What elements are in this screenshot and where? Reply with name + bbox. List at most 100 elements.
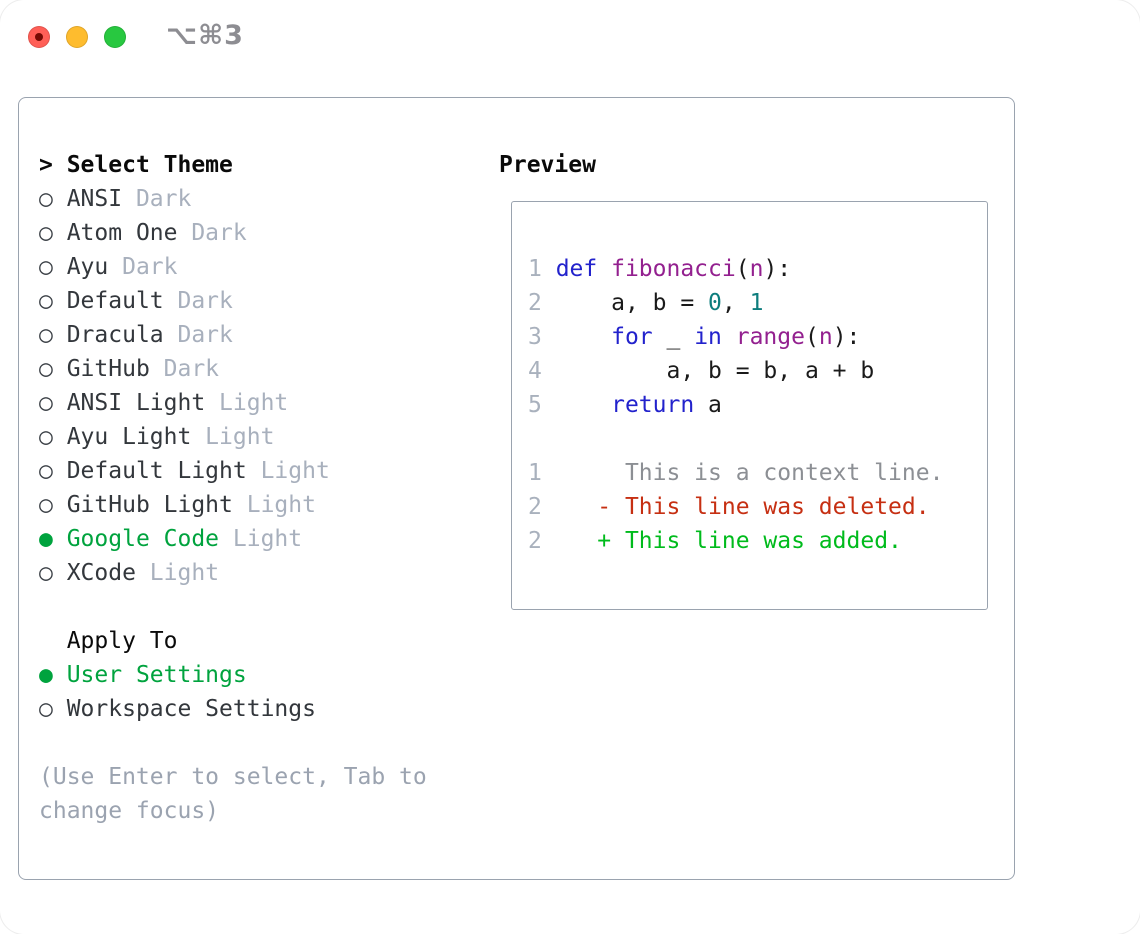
radio-icon: ○ [39,458,67,484]
close-button[interactable] [28,26,50,48]
code-segment-fn: fibonacci [611,256,736,282]
theme-list-title: Select Theme [66,152,233,178]
radio-icon: ○ [39,356,67,382]
code-segment-pl: , [721,290,750,316]
code-segment-pl: a, b = b, a + b [666,358,875,384]
theme-variant: Light [191,424,275,450]
spacer-row [39,726,427,760]
code-segment-pl: ): [832,324,861,350]
code-segment-nb: 0 [708,290,722,316]
line-number: 5 [528,392,612,418]
tui-panel: > Select Theme○ ANSI Dark○ Atom One Dark… [18,97,1015,880]
radio-icon: ○ [39,492,67,518]
apply-to-heading: Apply To [39,624,427,658]
line-number: 3 [528,324,612,350]
code-segment-add: + This line was added. [597,528,902,554]
theme-name: ANSI Light [66,390,206,416]
line-number: 2 [528,494,598,520]
theme-name: GitHub [66,356,150,382]
cursor-icon: > [39,152,67,178]
code-segment-fn: range [735,324,805,350]
code-segment-del: - This line was deleted. [597,494,930,520]
apply-option-name: User Settings [66,662,247,688]
theme-option-dracula[interactable]: ○ Dracula Dark [39,318,427,352]
theme-option-xcode[interactable]: ○ XCode Light [39,556,427,590]
code-segment-pl: a, b = [611,290,709,316]
help-text-line-1: (Use Enter to select, Tab to [39,760,427,794]
code-line-5: 5 return a [528,388,943,422]
code-segment-kw: def [555,256,612,282]
line-number: 1 [528,460,625,486]
code-segment-kw: in [694,324,736,350]
theme-name: Dracula [66,322,164,348]
theme-option-atom-one[interactable]: ○ Atom One Dark [39,216,427,250]
theme-variant: Dark [149,356,220,382]
theme-variant: Light [219,526,303,552]
theme-option-ansi-light[interactable]: ○ ANSI Light Light [39,386,427,420]
help-text: change focus) [39,798,220,824]
radio-icon: ○ [39,696,67,722]
line-number: 2 [528,290,612,316]
theme-variant: Dark [163,322,233,348]
code-segment-fn: n [818,324,833,350]
theme-variant: Dark [163,288,233,314]
code-line-3: 3 for _ in range(n): [528,320,943,354]
code-line-1: 1 def fibonacci(n): [528,252,943,286]
radio-icon: ● [39,526,67,552]
theme-name: GitHub Light [66,492,233,518]
theme-name: Default [66,288,164,314]
blank-line [528,422,943,456]
diff-added-line: 2 + This line was added. [528,524,943,558]
theme-name: Google Code [66,526,220,552]
code-segment-kw: for [611,324,667,350]
theme-option-ayu-light[interactable]: ○ Ayu Light Light [39,420,427,454]
theme-variant: Dark [108,254,178,280]
theme-option-default[interactable]: ○ Default Dark [39,284,427,318]
radio-icon: ○ [39,220,67,246]
theme-name: Ayu Light [66,424,192,450]
window-title: ⌥⌘3 [166,20,244,51]
code-segment-fn: n [749,256,764,282]
diff-deleted-line: 2 - This line was deleted. [528,490,943,524]
theme-list: > Select Theme○ ANSI Dark○ Atom One Dark… [39,148,427,828]
indent [39,628,67,654]
minimize-button[interactable] [66,26,88,48]
code-segment-pl: ( [804,324,819,350]
theme-name: Atom One [66,220,178,246]
code-segment-pl: a [708,392,722,418]
theme-option-default-light[interactable]: ○ Default Light Light [39,454,427,488]
theme-variant: Light [135,560,220,586]
theme-name: XCode [66,560,136,586]
code-line-4: 4 a, b = b, a + b [528,354,943,388]
help-text: (Use Enter to select, Tab to [39,764,427,790]
radio-icon: ○ [39,390,67,416]
radio-icon: ○ [39,186,67,212]
zoom-button[interactable] [104,26,126,48]
theme-name: Default Light [66,458,247,484]
radio-icon: ○ [39,288,67,314]
theme-option-ansi[interactable]: ○ ANSI Dark [39,182,427,216]
preview-heading: Preview [499,152,596,178]
theme-variant: Dark [122,186,192,212]
theme-option-github[interactable]: ○ GitHub Dark [39,352,427,386]
theme-variant: Light [232,492,316,518]
code-segment-pl: ): [763,256,792,282]
radio-icon: ○ [39,560,67,586]
radio-icon: ○ [39,254,67,280]
theme-name: ANSI [66,186,123,212]
line-number: 4 [528,358,667,384]
code-segment-kw: return [611,392,709,418]
radio-icon: ○ [39,424,67,450]
theme-name: Ayu [66,254,109,280]
theme-option-ayu[interactable]: ○ Ayu Dark [39,250,427,284]
apply-option-user-settings[interactable]: ● User Settings [39,658,427,692]
theme-option-github-light[interactable]: ○ GitHub Light Light [39,488,427,522]
code-segment-ctx: This is a context line. [624,460,944,486]
theme-list-header: > Select Theme [39,148,427,182]
titlebar: ⌥⌘3 [0,0,1140,76]
theme-option-google-code[interactable]: ● Google Code Light [39,522,427,556]
apply-option-workspace-settings[interactable]: ○ Workspace Settings [39,692,427,726]
code-segment-nb: 1 [749,290,764,316]
